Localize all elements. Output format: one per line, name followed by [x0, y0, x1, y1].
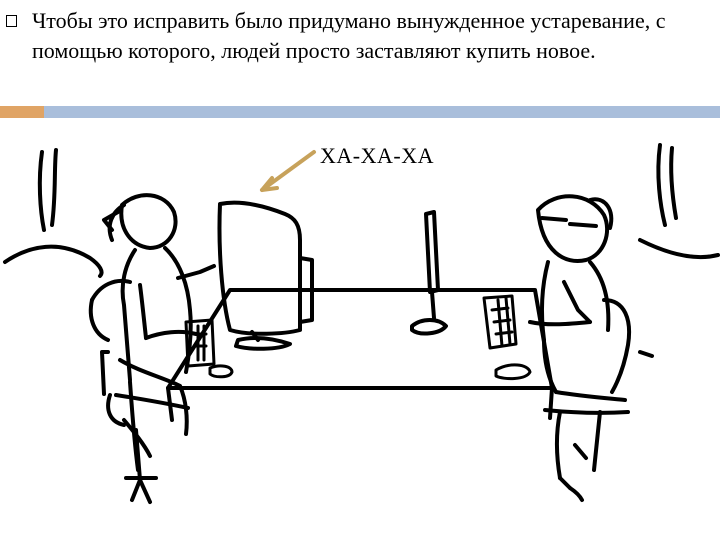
right-person-figure: [528, 194, 654, 402]
bullet-text: Чтобы это исправить было придумано вынуж…: [32, 8, 666, 63]
square-bullet-icon: [6, 15, 17, 27]
left-person-figure: [88, 193, 216, 472]
right-monitor: [410, 210, 448, 336]
laugh-caption: ХА-ХА-ХА: [320, 143, 434, 168]
office-sketch-illustration: [3, 143, 720, 504]
left-coworker-figure: [3, 148, 104, 278]
right-chair: [543, 408, 630, 502]
arrow-icon: [260, 150, 316, 192]
left-monitor: [217, 200, 314, 351]
right-keyboard: [482, 294, 532, 381]
divider-blue-bar: [44, 106, 720, 118]
right-coworker-figure: [638, 143, 720, 260]
left-chair: [106, 393, 158, 504]
divider-orange-segment: [0, 106, 44, 118]
